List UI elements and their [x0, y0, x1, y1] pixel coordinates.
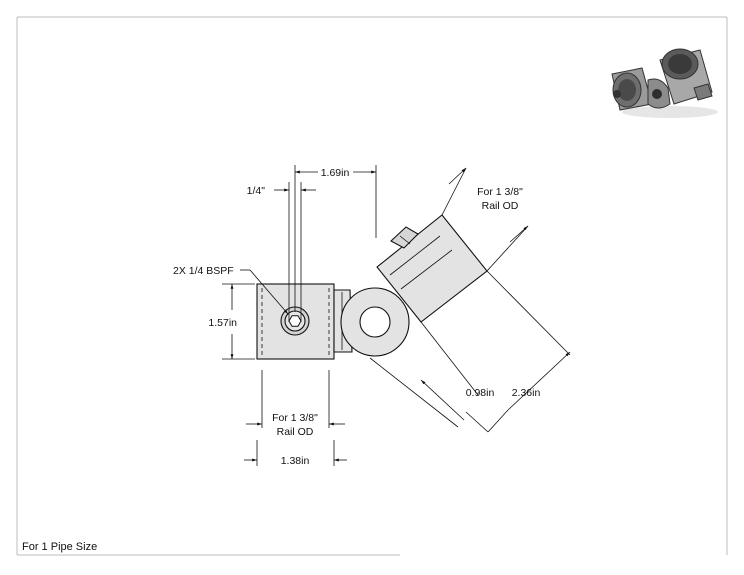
rail-left-line1: For 1 3/8"	[272, 412, 318, 424]
swivel-fitting	[256, 214, 488, 360]
iso-thumbnail	[611, 48, 718, 118]
pipe-size-note: For 1 Pipe Size	[22, 541, 98, 553]
dimension-rail-right: For 1 3/8" Rail OD	[441, 167, 529, 272]
port-width-label: 1/4"	[247, 185, 266, 197]
height-label: 1.57in	[208, 317, 237, 329]
rail-right-line2: Rail OD	[482, 200, 519, 212]
port-callout-label: 2X 1/4 BSPF	[173, 265, 234, 277]
dimension-horizontal-offset: 1.69in	[294, 165, 377, 312]
dimension-rail-left: For 1 3/8" Rail OD	[246, 370, 345, 438]
dimension-tube-length: 0.98in	[369, 270, 571, 428]
dimension-height: 1.57in	[208, 283, 255, 360]
overall-length-label: 2.36in	[512, 387, 541, 399]
rail-right-line1: For 1 3/8"	[477, 186, 523, 198]
swivel-knuckle	[340, 287, 410, 357]
rail-left-line2: Rail OD	[277, 426, 314, 438]
dimension-width: 1.38in	[244, 440, 347, 467]
dimension-overall-length: 2.36in	[465, 351, 571, 433]
callout-port: 2X 1/4 BSPF	[173, 265, 289, 315]
tube-length-label: 0.98in	[466, 387, 495, 399]
drawing-frame	[16, 16, 728, 556]
offset-label: 1.69in	[321, 167, 350, 179]
width-label: 1.38in	[281, 455, 310, 467]
dimension-port-width: 1/4"	[247, 182, 316, 322]
